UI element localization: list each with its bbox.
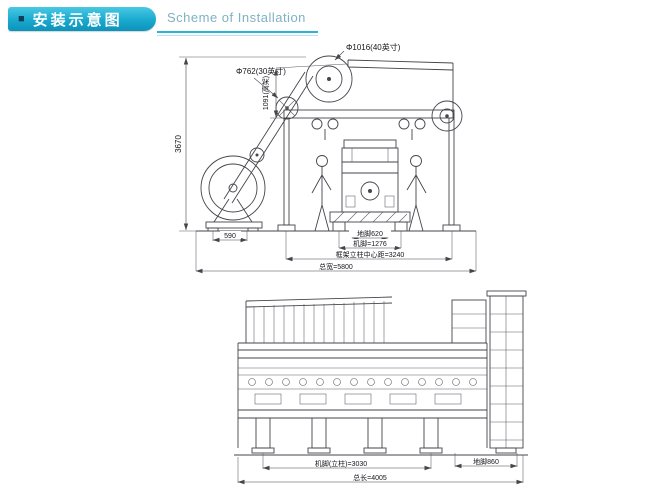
side-dimensions: 机脚(立柱)=3030 地脚860 总长=4005	[237, 453, 524, 485]
dim-anchor-foot-label: 地脚620	[357, 229, 383, 238]
incline-beam	[223, 71, 314, 204]
operator-figure-left	[311, 155, 332, 232]
upper-right-frame	[451, 299, 487, 344]
side-tower	[486, 290, 527, 454]
dia-top-roll-label: Φ1016(40英寸)	[346, 42, 401, 52]
dim-frame-height: 1091(高架)	[261, 63, 347, 119]
dim-anchor-foot-side-label: 地脚860	[473, 457, 499, 466]
machine-side-body	[237, 342, 488, 454]
dim-column-center-label: 框架立柱中心距=3240	[336, 250, 405, 259]
page-title-en: Scheme of Installation	[167, 10, 306, 25]
dim-total-height-label: 3670	[174, 135, 183, 153]
top-roll	[305, 55, 353, 103]
page-title-cn: 安装示意图	[32, 11, 123, 29]
label-top-roll: Φ1016(40英寸)	[334, 42, 401, 61]
creel-frame	[245, 296, 393, 343]
trolley-wheels	[311, 118, 426, 140]
label-side-roll: Φ762(30英寸)	[236, 66, 286, 99]
dim-total-width-label: 总宽=5800	[319, 262, 353, 271]
dim-machine-foot-column-label: 机脚(立柱)=3030	[315, 459, 367, 468]
dim-machine-foot-label: 机脚=1276	[353, 239, 387, 248]
front-dimensions: 590 地脚620 机脚=1276 框架立柱中心距=3240	[195, 229, 477, 274]
right-pulley	[431, 100, 463, 132]
machine-body	[329, 139, 411, 232]
side-view: 机脚(立柱)=3030 地脚860 总长=4005	[234, 290, 528, 485]
dim-total-length-label: 总长=4005	[353, 473, 387, 482]
top-beam	[347, 59, 454, 118]
dim-stand-width-label: 590	[224, 233, 236, 240]
header-underline-light	[157, 35, 318, 36]
dim-total-height: 3670	[174, 56, 306, 232]
dia-side-roll-label: Φ762(30英寸)	[236, 66, 286, 76]
square-bullet-icon: ■	[18, 12, 25, 25]
main-frame	[277, 109, 461, 232]
operator-figure-right	[406, 155, 427, 232]
header-underline	[157, 31, 318, 33]
warp-beam-roll	[200, 155, 266, 232]
front-view: 3670 Φ1016(40英寸)	[174, 42, 477, 274]
title-bar: ■ 安装示意图	[8, 7, 156, 31]
dim-frame-height-label: 1091(高架)	[261, 76, 270, 110]
